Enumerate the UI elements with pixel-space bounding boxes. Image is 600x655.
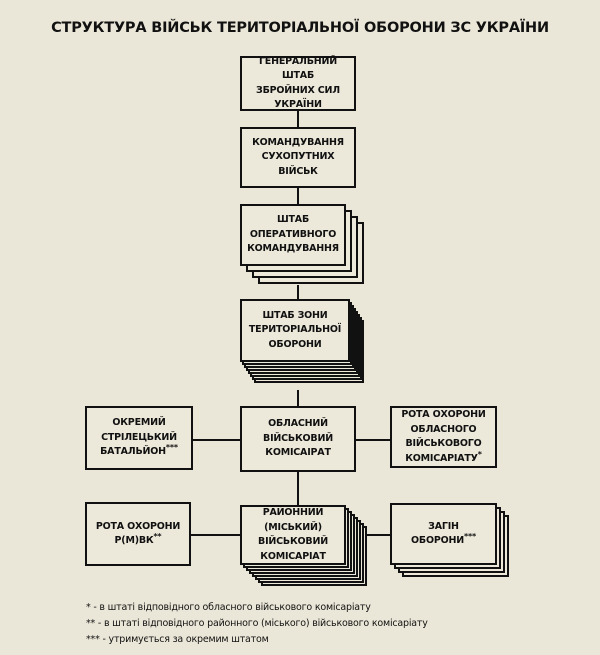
territorial-zone-box: ШТАБ ЗОНИ ТЕРИТОРІАЛЬНОЇ ОБОРОНИ xyxy=(240,299,350,362)
regional-commissariat-box: ОБЛАСНИЙ ВІЙСЬКОВИЙ КОМІСАІРАТ xyxy=(240,406,356,472)
regional-guard-company-label: РОТА ОХОРОНИ ОБЛАСНОГО ВІЙСЬКОВОГО КОМІС… xyxy=(401,409,486,464)
rifle-battalion-footnote-mark: *** xyxy=(165,443,178,453)
general-staff-label: ГЕНЕРАЛЬНИЙ ШТАБ ЗБРОЙНИХ СИЛ УКРАЇНИ xyxy=(256,55,340,111)
territorial-zone-label: ШТАБ ЗОНИ ТЕРИТОРІАЛЬНОЇ ОБОРОНИ xyxy=(248,309,342,350)
district-commissariat-label: РАЙОННИЙ (МІСЬКИЙ) ВІЙСЬКОВИЙ КОМІСАРІАТ xyxy=(258,507,328,562)
diagram-title: СТРУКТУРА ВІЙСЬК ТЕРИТОРІАЛЬНОЇ ОБОРОНИ … xyxy=(51,20,549,36)
rifle-battalion-label: ОКРЕМИЙ СТРІЛЕЦЬКИЙ БАТАЛЬЙОН*** xyxy=(100,417,178,458)
regional-guard-company-footnote-mark: * xyxy=(477,449,482,459)
footnote-1: * - в штаті відповідного обласного війсь… xyxy=(86,602,371,613)
district-commissariat-box: РАЙОННИЙ (МІСЬКИЙ) ВІЙСЬКОВИЙ КОМІСАРІАТ xyxy=(240,505,346,565)
district-guard-company-box: РОТА ОХОРОНИ Р(М)ВК** xyxy=(85,502,191,566)
footnote-2: ** - в штаті відповідного районного (міс… xyxy=(86,618,428,629)
rifle-battalion-box: ОКРЕМИЙ СТРІЛЕЦЬКИЙ БАТАЛЬЙОН*** xyxy=(85,406,193,470)
general-staff-box: ГЕНЕРАЛЬНИЙ ШТАБ ЗБРОЙНИХ СИЛ УКРАЇНИ xyxy=(240,56,356,111)
district-guard-company-footnote-mark: ** xyxy=(153,531,162,541)
district-guard-company-label: РОТА ОХОРОНИ Р(М)ВК** xyxy=(95,520,181,547)
operational-command-label: ШТАБ ОПЕРАТИВНОГО КОМАНДУВАННЯ xyxy=(247,214,339,255)
regional-commissariat-label: ОБЛАСНИЙ ВІЙСЬКОВИЙ КОМІСАІРАТ xyxy=(263,418,333,459)
footnote-3: *** - утримується за окремим штатом xyxy=(86,634,269,645)
operational-command-box: ШТАБ ОПЕРАТИВНОГО КОМАНДУВАННЯ xyxy=(240,204,346,266)
footnotes: * - в штаті відповідного обласного війсь… xyxy=(86,600,428,648)
regional-guard-company-box: РОТА ОХОРОНИ ОБЛАСНОГО ВІЙСЬКОВОГО КОМІС… xyxy=(390,406,497,468)
defense-detachment-footnote-mark: *** xyxy=(463,531,476,541)
defense-detachment-label: ЗАГІН ОБОРОНИ*** xyxy=(411,520,476,547)
land-forces-box: КОМАНДУВАННЯ СУХОПУТНИХ ВІЙСЬК xyxy=(240,127,356,188)
land-forces-label: КОМАНДУВАННЯ СУХОПУТНИХ ВІЙСЬК xyxy=(252,136,344,177)
defense-detachment-box: ЗАГІН ОБОРОНИ*** xyxy=(390,503,497,565)
